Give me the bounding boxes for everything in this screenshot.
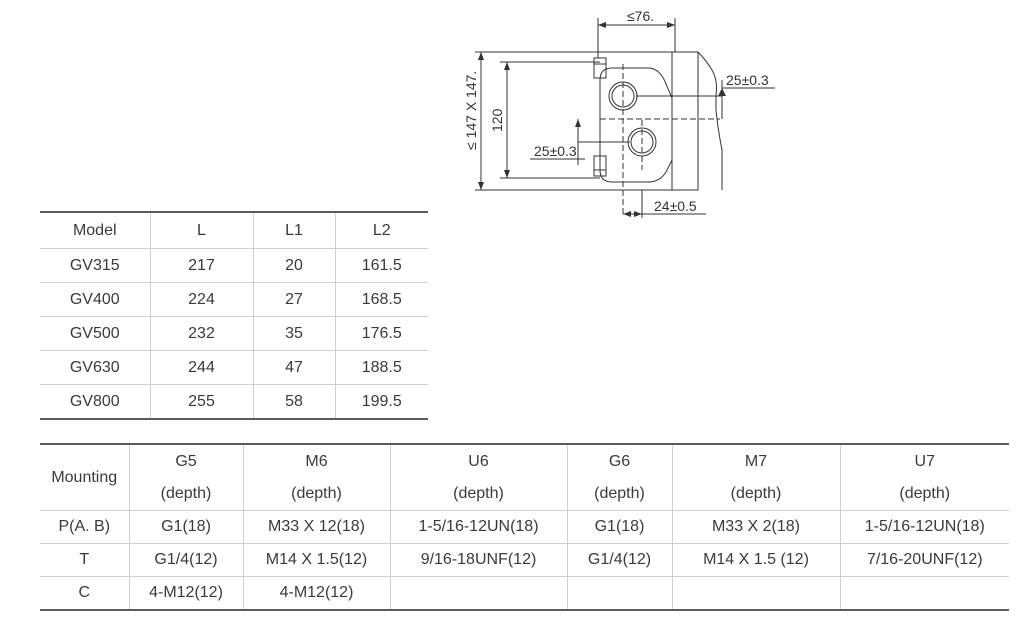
cell: M33 X 12(18): [243, 510, 391, 544]
mounting-threads-table: Mounting G5 (depth) M6 (depth) U6 (depth) G…: [40, 443, 1009, 611]
header-u6: U6 (depth): [390, 443, 568, 511]
flange-outline: [605, 51, 699, 191]
header-m7: M7 (depth): [672, 443, 841, 511]
cell-l: 224: [150, 282, 254, 317]
row-label: C: [40, 576, 130, 611]
cell: 9/16-18UNF(12): [390, 543, 568, 577]
cell-l1: 27: [253, 282, 336, 317]
bolt-tab-top: [593, 57, 607, 79]
cell: G1(18): [567, 510, 673, 544]
header-line1: U6: [468, 452, 489, 470]
row-label: T: [40, 543, 130, 577]
table-row: GV800 255 58 199.5: [40, 384, 428, 420]
header-l2: L2: [335, 211, 428, 249]
table-header-row: Model L L1 L2: [40, 211, 428, 249]
cell-l1: 58: [253, 384, 336, 420]
header-line2: (depth): [291, 484, 342, 502]
break-line: [697, 51, 723, 190]
cell-l1: 47: [253, 350, 336, 385]
model-dimensions-table: Model L L1 L2 GV315 217 20 161.5 GV400 2…: [40, 211, 428, 420]
cell-model: GV500: [40, 316, 151, 351]
cell: [567, 576, 673, 611]
header-line2: (depth): [160, 484, 212, 502]
dim-left-inner-label: 120: [489, 108, 505, 132]
cell: 7/16-20UNF(12): [840, 543, 1009, 577]
cell-model: GV630: [40, 350, 151, 385]
cell: 1-5/16-12UN(18): [840, 510, 1009, 544]
cell: G1/4(12): [567, 543, 673, 577]
table-row: P(A. B) G1(18) M33 X 12(18) 1-5/16-12UN(…: [40, 510, 1009, 544]
cell: 1-5/16-12UN(18): [390, 510, 568, 544]
table-row: GV500 232 35 176.5: [40, 316, 428, 351]
cell-l2: 176.5: [335, 316, 428, 351]
cell-l: 217: [150, 248, 254, 283]
header-l: L: [150, 211, 254, 249]
table-row: GV315 217 20 161.5: [40, 248, 428, 283]
cell: [840, 576, 1009, 611]
row-label: P(A. B): [40, 510, 130, 544]
header-line2: (depth): [594, 484, 645, 502]
dim-left-outer-label: ≤ 147 X 147.: [463, 71, 479, 150]
cell: 4-M12(12): [129, 576, 244, 611]
header-line2: (depth): [899, 484, 951, 502]
header-line1: M6: [305, 452, 328, 470]
cell: [390, 576, 568, 611]
dim-bottom-label: 24±0.5: [654, 198, 697, 214]
header-l1: L1: [253, 211, 336, 249]
cell-model: GV315: [40, 248, 151, 283]
header-line1: U7: [914, 452, 935, 470]
cell-l2: 168.5: [335, 282, 428, 317]
header-line2: (depth): [453, 484, 504, 502]
cell: 4-M12(12): [243, 576, 391, 611]
port-block-outline: [599, 67, 673, 183]
cell-l2: 199.5: [335, 384, 428, 420]
cell-l2: 161.5: [335, 248, 428, 283]
cell-model: GV400: [40, 282, 151, 317]
cell-l: 255: [150, 384, 254, 420]
dim-left-offset-label: 25±0.3: [534, 143, 577, 159]
cell: G1/4(12): [129, 543, 244, 577]
table-row: GV630 244 47 188.5: [40, 350, 428, 385]
cell-l1: 20: [253, 248, 336, 283]
dim-top-label: ≤76.: [627, 8, 654, 24]
cell-l: 232: [150, 316, 254, 351]
header-line1: M7: [744, 452, 768, 470]
cell: M33 X 2(18): [672, 510, 841, 544]
header-g5: G5 (depth): [129, 443, 244, 511]
header-g6: G6 (depth): [567, 443, 673, 511]
header-model: Model: [40, 211, 151, 249]
table-row: T G1/4(12) M14 X 1.5(12) 9/16-18UNF(12) …: [40, 543, 1009, 577]
table-row: GV400 224 27 168.5: [40, 282, 428, 317]
cell-l2: 188.5: [335, 350, 428, 385]
bolt-tab-bottom: [593, 155, 607, 177]
header-m6: M6 (depth): [243, 443, 391, 511]
dim-right-offset-label: 25±0.3: [726, 72, 769, 88]
header-mounting: Mounting: [40, 443, 130, 511]
cell: M14 X 1.5 (12): [672, 543, 841, 577]
cell-l: 244: [150, 350, 254, 385]
header-line1: G5: [175, 452, 197, 470]
header-line2: (depth): [730, 484, 782, 502]
cell-model: GV800: [40, 384, 151, 420]
cell: [672, 576, 841, 611]
header-u7: U7 (depth): [840, 443, 1009, 511]
cell: G1(18): [129, 510, 244, 544]
header-line1: G6: [608, 452, 631, 470]
table-row: C 4-M12(12) 4-M12(12): [40, 576, 1009, 611]
cell: M14 X 1.5(12): [243, 543, 391, 577]
table-header-row: Mounting G5 (depth) M6 (depth) U6 (depth) G…: [40, 443, 1009, 511]
cell-l1: 35: [253, 316, 336, 351]
